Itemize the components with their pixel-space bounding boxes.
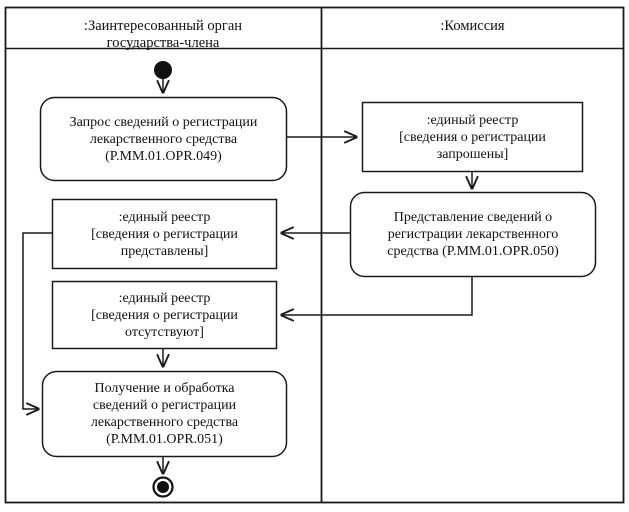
object-state-requested <box>361 101 584 173</box>
lane-title-member-state-line1: :Заинтересованный орган <box>83 18 243 34</box>
final-node-core <box>157 481 169 493</box>
object-state-absent <box>51 280 278 350</box>
lane-title-commission-line1: :Комиссия <box>440 18 505 34</box>
object-state-provided <box>51 198 278 270</box>
lane-title-member-state-line2: государства-члена <box>106 35 220 51</box>
lane-title-commission: :Комиссия <box>322 18 623 35</box>
edge-provide-to-absent <box>281 277 473 315</box>
activity-node-request <box>39 96 288 182</box>
activity-node-receive-process <box>41 370 288 458</box>
activity-node-provide <box>349 191 597 278</box>
initial-node <box>154 61 172 79</box>
lane-title-member-state: :Заинтересованный орган государства-член… <box>6 18 320 52</box>
edge-provided-to-receive <box>22 232 52 409</box>
